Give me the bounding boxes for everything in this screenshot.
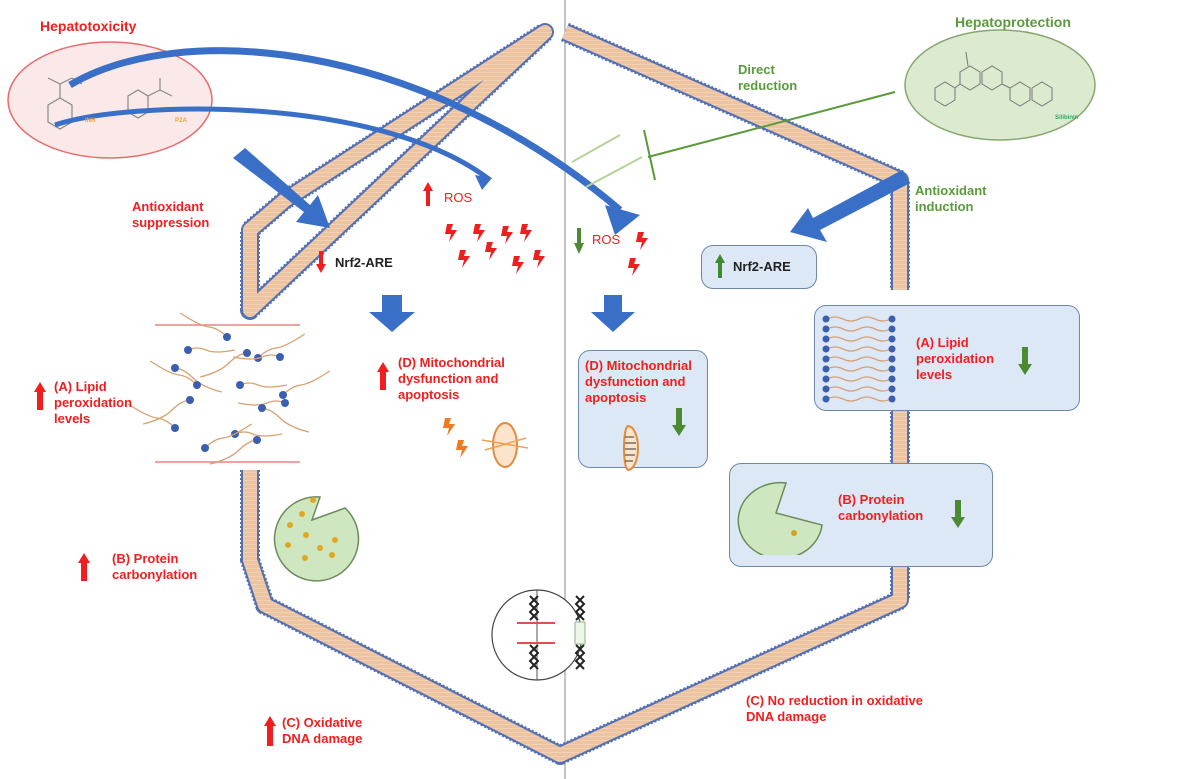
drug-label-inh: INH: [85, 118, 96, 124]
ros-label-left: ROS: [444, 190, 473, 205]
arrow-up-green-icon: [715, 254, 725, 283]
ros-bolts-left: [445, 224, 545, 274]
compound-label: Silibinin: [1055, 115, 1079, 121]
arrow-down-green-icon: [951, 500, 965, 533]
arrow-up-red-icon: [264, 716, 276, 751]
antioxidant-suppression-label: Antioxidant suppression: [132, 199, 210, 230]
arrow-down-red-icon: [316, 251, 326, 278]
arrow-up-red-icon: [34, 382, 46, 415]
arrow-down-green-icon: [1018, 347, 1032, 380]
protein-intact-icon: [736, 475, 826, 560]
effect-b-left: (B) Protein carbonylation: [112, 551, 198, 582]
protein-oxidized: [273, 496, 360, 582]
direct-reduction-label: Direct reduction: [738, 62, 798, 93]
drug-ellipse-left: [7, 41, 213, 159]
nrf2-label-left: Nrf2-ARE: [335, 255, 393, 270]
arrow-down-green-icon: [574, 228, 584, 259]
curved-arrow-lower: [54, 106, 492, 182]
mitochondrion-healthy-icon: [616, 424, 640, 476]
arrow-up-red-icon: [377, 362, 389, 395]
arrow-up-red-icon: [78, 553, 90, 586]
effect-d-left: (D) Mitochondrial dysfunction and apopto…: [398, 355, 505, 402]
drug-label-pza: PZA: [175, 118, 187, 124]
effect-c-right: (C) No reduction in oxidative DNA damage: [746, 693, 923, 724]
curved-arrow-upper: [68, 47, 623, 213]
arrow-ros-to-mito-right: [591, 295, 635, 332]
nrf2-label-right: Nrf2-ARE: [733, 259, 791, 274]
effect-d-box-right: [578, 350, 708, 468]
effect-b-right: (B) Protein carbonylation: [838, 492, 924, 523]
inhibition-line: [647, 91, 896, 158]
arrow-antioxidant-suppression: [233, 148, 330, 228]
mitochondrion-damaged: [443, 418, 529, 468]
arrow-antioxidant-induction: [790, 170, 910, 242]
hepatoprotection-title: Hepatoprotection: [955, 14, 1071, 30]
silibinin-structure: [934, 51, 1053, 107]
arrow-up-red-icon: [423, 182, 433, 211]
ros-bolts-right: [628, 232, 648, 276]
effect-a-box-right: [814, 305, 1080, 411]
effect-a-right: (A) Lipid peroxidation levels: [916, 335, 995, 382]
hepatotoxicity-title: Hepatotoxicity: [40, 18, 137, 34]
ros-label-right: ROS: [592, 232, 621, 247]
effect-a-left: (A) Lipid peroxidation levels: [54, 379, 133, 426]
arrow-ros-to-mito-left: [369, 295, 415, 332]
disordered-lipids: [127, 312, 331, 465]
effect-d-right: (D) Mitochondrial dysfunction and apopto…: [585, 358, 692, 405]
arrow-down-green-icon: [672, 408, 686, 441]
ordered-lipids-icon: [822, 314, 902, 409]
nucleus: [491, 589, 586, 681]
effect-c-left: (C) Oxidative DNA damage: [282, 715, 363, 746]
antioxidant-induction-label: Antioxidant induction: [915, 183, 987, 214]
